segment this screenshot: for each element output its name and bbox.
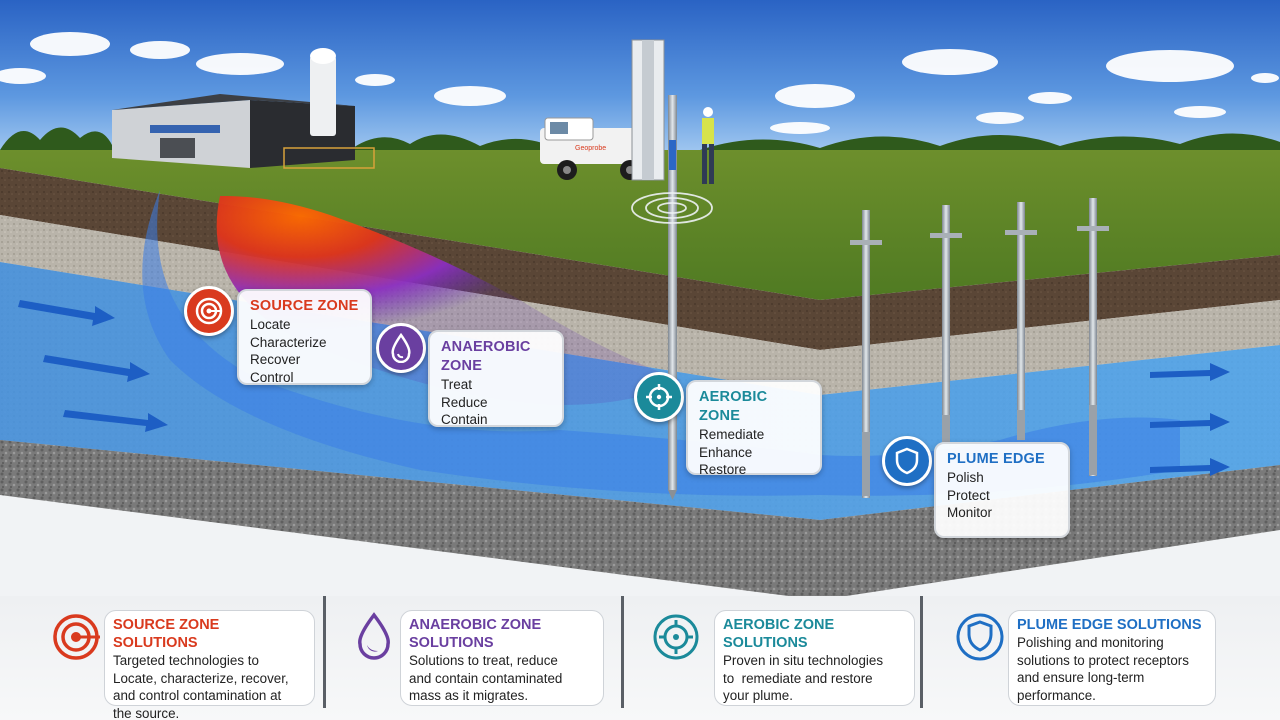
clouds xyxy=(0,32,1279,134)
anaerobic-zone-title: ANAEROBIC xyxy=(441,339,531,355)
divider xyxy=(920,596,923,708)
truck-brand-text: Geoprobe xyxy=(575,145,606,152)
droplet-icon xyxy=(358,612,390,660)
plume-solutions-desc: Polishing and monitoring xyxy=(1017,635,1164,650)
divider xyxy=(323,596,326,708)
plume-edge-callout: PLUME EDGE Polish Protect Monitor xyxy=(934,442,1070,538)
plume-solutions-title: PLUME EDGE SOLUTIONS xyxy=(1017,617,1202,633)
anaerobic-solutions-desc: mass as it migrates. xyxy=(409,688,529,703)
well-2 xyxy=(930,205,962,443)
source-zone-target-icon xyxy=(184,286,234,336)
plume-edge-line: Monitor xyxy=(947,505,993,520)
solutions-strip: SOURCE ZONE SOLUTIONS Targeted technolog… xyxy=(0,596,1280,720)
shield-icon xyxy=(956,613,1004,661)
anaerobic-solutions-box: ANAEROBIC ZONE SOLUTIONS Solutions to tr… xyxy=(400,610,604,706)
anaerobic-zone-title: ZONE xyxy=(441,358,483,374)
drill-rig-truck: Geoprobe xyxy=(540,39,714,184)
injection-wells xyxy=(850,198,1109,498)
plume-solutions-desc: performance. xyxy=(1017,687,1096,703)
aerobic-solutions-desc: your plume. xyxy=(723,688,793,703)
anaerobic-zone-line: Reduce xyxy=(441,394,488,410)
target-icon xyxy=(53,614,100,660)
anaerobic-solutions-title: SOLUTIONS xyxy=(409,635,494,651)
source-solutions-desc: Targeted technologies to xyxy=(113,653,259,668)
crosshair-icon xyxy=(653,614,699,660)
anaerobic-zone-line: Contain xyxy=(441,412,488,427)
source-zone-solutions: SOURCE ZONE SOLUTIONS Targeted technolog… xyxy=(52,606,316,720)
flow-arrows-right xyxy=(1150,363,1230,476)
source-solutions-desc: and control contamination at xyxy=(113,688,282,703)
plume-edge-solutions: PLUME EDGE SOLUTIONS Polishing and monit… xyxy=(955,606,1217,706)
plume-solutions-desc: and ensure long-term xyxy=(1017,670,1145,685)
source-solutions-box: SOURCE ZONE SOLUTIONS Targeted technolog… xyxy=(104,610,315,720)
aerobic-zone-crosshair-icon xyxy=(634,372,684,422)
divider xyxy=(621,596,624,708)
grass-surface xyxy=(0,150,1280,300)
source-solutions-desc: Locate, characterize, recover, xyxy=(113,670,289,686)
aerobic-zone-callout: AEROBIC ZONE Remediate Enhance Restore xyxy=(686,380,822,477)
sand-layer xyxy=(0,215,1280,395)
source-zone-line: Characterize xyxy=(250,334,327,350)
plume-solutions-box: PLUME EDGE SOLUTIONS Polishing and monit… xyxy=(1008,610,1216,706)
source-zone-line: Control xyxy=(250,369,294,385)
aerobic-zone-title: AEROBIC ZONE xyxy=(699,389,768,424)
contaminant-plume xyxy=(142,190,1181,496)
plume-edge-shield-icon xyxy=(882,436,932,486)
drill-probe xyxy=(631,95,713,500)
anaerobic-zone-line: Treat xyxy=(441,377,473,392)
well-1 xyxy=(850,210,882,498)
aerobic-solutions-box: AEROBIC ZONE SOLUTIONS Proven in situ te… xyxy=(714,610,915,706)
well-4 xyxy=(1077,198,1109,476)
source-zone-title: SOURCE ZONE xyxy=(250,298,359,314)
source-zone-callout: SOURCE ZONE Locate Characterize Recover … xyxy=(237,289,372,385)
source-solutions-desc: the source. xyxy=(113,705,180,720)
anaerobic-zone-droplet-icon xyxy=(376,323,426,373)
anaerobic-solutions-title: ANAEROBIC ZONE xyxy=(409,617,542,633)
source-solutions-title: SOURCE ZONE SOLUTIONS xyxy=(113,617,220,651)
aerobic-zone-line: Restore xyxy=(699,462,747,477)
factory-building xyxy=(112,48,375,169)
anaerobic-solutions-desc: Solutions to treat, reduce xyxy=(409,653,558,668)
anaerobic-zone-solutions: ANAEROBIC ZONE SOLUTIONS Solutions to tr… xyxy=(350,606,608,706)
plume-edge-line: Protect xyxy=(947,487,990,503)
gravel-layer xyxy=(0,440,1280,600)
plume-edge-title: PLUME EDGE xyxy=(947,451,1045,467)
aerobic-solutions-desc: Proven in situ technologies xyxy=(723,653,884,668)
well-3 xyxy=(1005,202,1037,440)
aerobic-solutions-title: AEROBIC ZONE xyxy=(723,617,835,633)
plume-solutions-desc: solutions to protect receptors xyxy=(1017,652,1189,668)
plume-edge-line: Polish xyxy=(947,470,984,485)
anaerobic-zone-callout: ANAEROBIC ZONE Treat Reduce Contain xyxy=(428,330,564,427)
aerobic-solutions-title: SOLUTIONS xyxy=(723,635,808,651)
aerobic-zone-line: Remediate xyxy=(699,427,765,442)
aerobic-solutions-desc: to remediate and restore xyxy=(723,670,873,686)
aerobic-zone-solutions: AEROBIC ZONE SOLUTIONS Proven in situ te… xyxy=(652,606,918,706)
anaerobic-solutions-desc: and contain contaminated xyxy=(409,670,563,686)
source-zone-line: Locate xyxy=(250,317,291,332)
source-zone-line: Recover xyxy=(250,352,301,367)
flow-arrows-left xyxy=(18,300,168,432)
aerobic-zone-line: Enhance xyxy=(699,444,753,460)
soil-layer xyxy=(0,168,1280,350)
